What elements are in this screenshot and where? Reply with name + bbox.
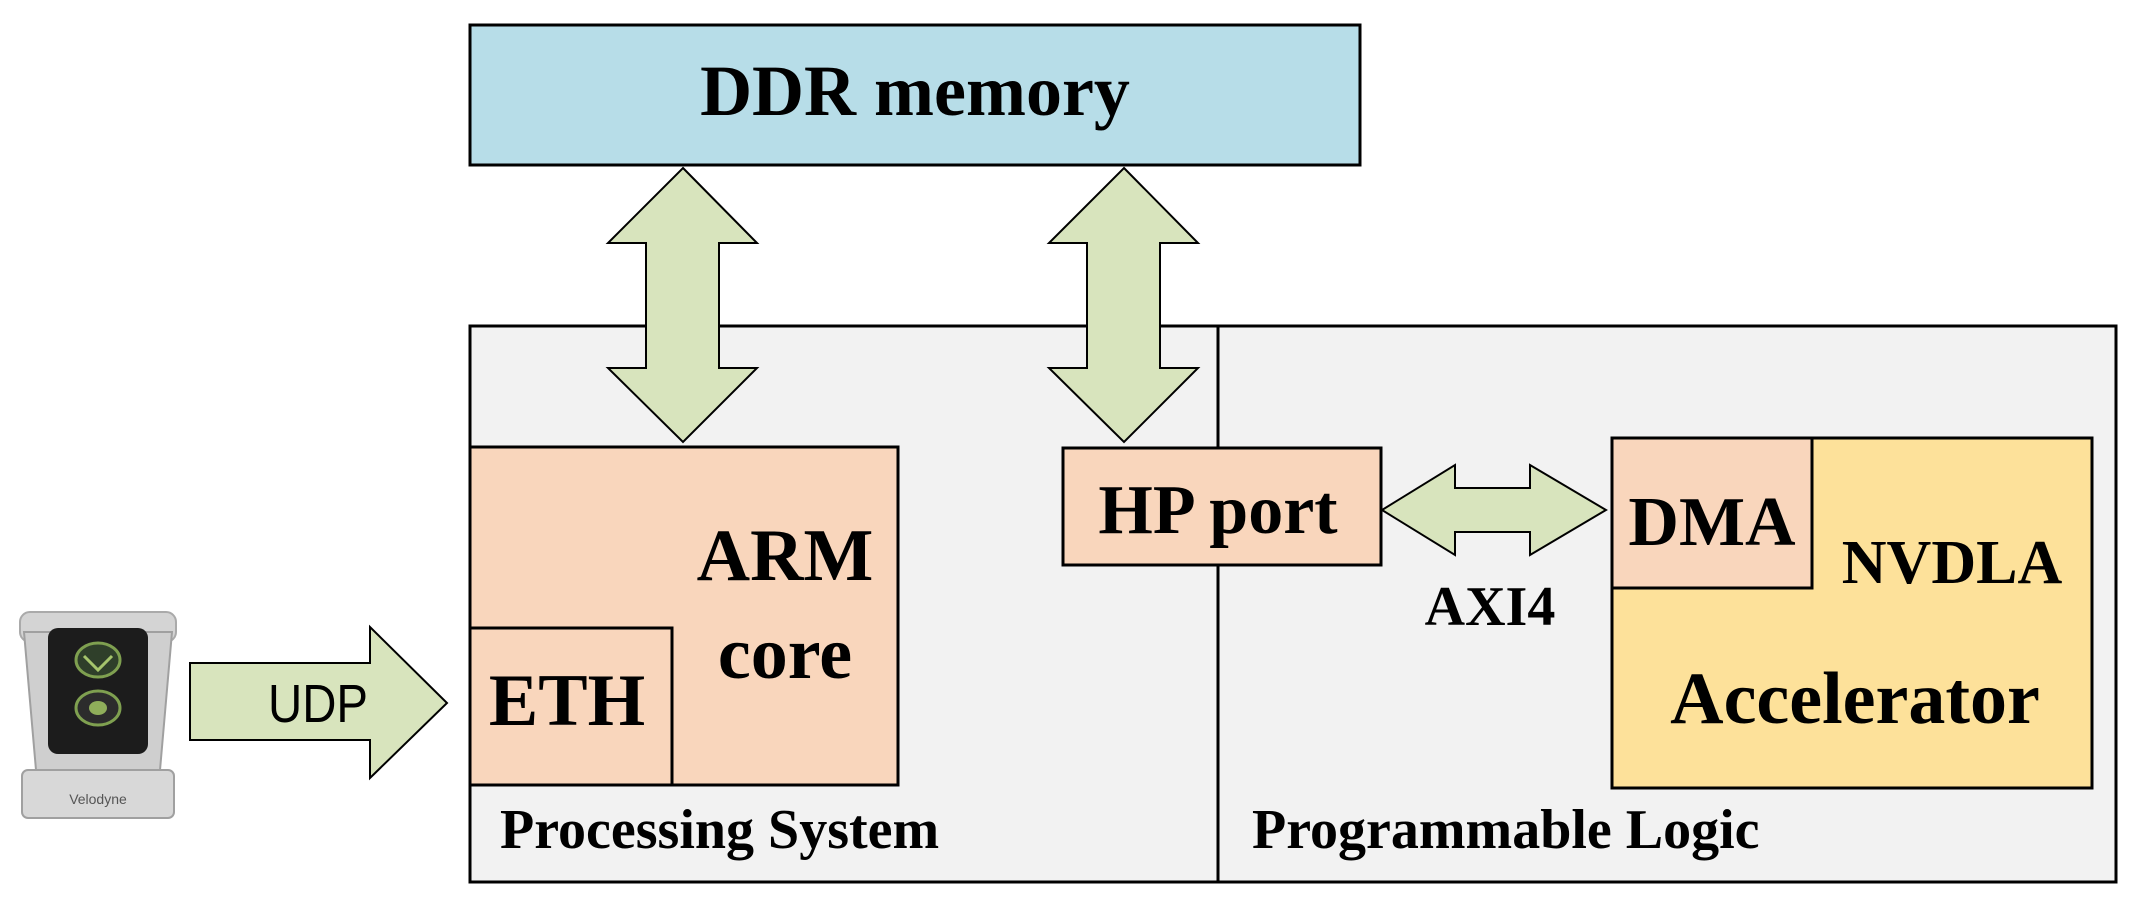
arm-core-label-line1: ARM	[697, 515, 874, 597]
ddr-memory-block	[468, 23, 1362, 167]
eth-block	[468, 626, 674, 787]
hp-port-label: HP port	[1098, 472, 1337, 549]
lidar-sensor-icon: Velodyne	[19, 611, 177, 819]
axi4-double-arrow	[1380, 463, 1608, 557]
dma-block	[1610, 436, 1814, 590]
udp-arrow	[189, 624, 449, 781]
ddr-memory-label: DDR memory	[700, 51, 1130, 131]
udp-label: UDP	[268, 674, 368, 734]
arm-core-label-line2: core	[718, 613, 852, 695]
processing-system-label: Processing System	[500, 799, 939, 861]
nvdla-label: NVDLA	[1842, 529, 2063, 597]
hp-port-block	[1061, 446, 1383, 567]
lidar-brand-label: Velodyne	[69, 791, 127, 807]
ddr-arm-double-arrow	[605, 166, 760, 444]
ddr-hpport-double-arrow	[1046, 166, 1201, 444]
axi4-label: AXI4	[1425, 576, 1556, 638]
nvdla-accelerator-block	[1610, 436, 2094, 790]
dma-label: DMA	[1628, 484, 1796, 561]
eth-label: ETH	[489, 660, 645, 742]
programmable-logic-label: Programmable Logic	[1252, 799, 1760, 861]
accelerator-label: Accelerator	[1670, 658, 2040, 740]
